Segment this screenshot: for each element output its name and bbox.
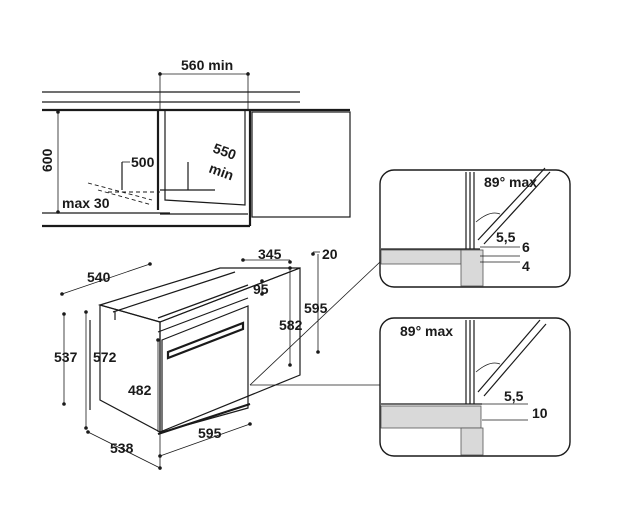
niche-depth-label: 500	[131, 154, 155, 170]
oven-door	[161, 305, 249, 433]
detail-bottom-angle-label: 89° max	[400, 323, 453, 339]
detail-top-wall-strip	[380, 249, 462, 265]
oven-height-front-label: 595	[304, 300, 328, 316]
oven-height-side-inner-label: 572	[93, 349, 117, 365]
oven-trim-label: 20	[322, 246, 338, 262]
oven-front-face	[159, 267, 301, 433]
detail-bottom-wall-strip	[380, 405, 482, 429]
niche-gap-label: max 30	[62, 195, 110, 211]
detail-top-dim-a: 5,5	[496, 229, 516, 245]
detail-top-angle-label: 89° max	[484, 174, 537, 190]
niche-depth-min-suffix: min	[207, 160, 236, 184]
oven-door-height-label: 482	[128, 382, 152, 398]
adjacent-cabinet	[251, 111, 351, 218]
oven-height-side-outer-label: 537	[54, 349, 78, 365]
oven-side-face	[99, 304, 161, 433]
oven-width-bottom-label: 595	[198, 425, 222, 441]
niche-inner-outline	[164, 110, 246, 206]
oven-drawing: 540 345 20 95 582 595 537 572 482	[54, 246, 338, 470]
detail-top-angle-arc	[475, 212, 501, 223]
dim-538-line	[87, 431, 161, 469]
detail-bottom-angle-arc	[475, 362, 501, 373]
detail-bottom-door-1	[477, 319, 541, 393]
oven-width-top-label: 540	[87, 269, 111, 285]
depth-dash-2	[97, 189, 153, 206]
detail-top-dim-c: 4	[522, 258, 530, 274]
oven-bottom-edge	[157, 402, 251, 436]
niche-height-label: 600	[39, 148, 55, 172]
control-panel-bottom	[157, 297, 249, 333]
detail-bottom-dim-a: 5,5	[504, 388, 524, 404]
oven-depth-bottom-label: 538	[110, 440, 134, 456]
oven-height-inner-label: 582	[279, 317, 303, 333]
detail-bottom-door-2	[483, 323, 547, 397]
detail-top-door-2	[483, 171, 551, 245]
detail-top-wall-post	[460, 249, 484, 287]
oven-depth-top-label: 345	[258, 246, 282, 262]
detail-top-panel: 89° max 5,5 6 4	[379, 167, 571, 288]
niche-depth-min-value: 550	[211, 140, 239, 163]
dim-595-bottom-line	[159, 423, 251, 457]
callout-line-top	[249, 261, 381, 386]
dim-540-line	[61, 263, 151, 295]
detail-bottom-panel: 89° max 5,5 10	[379, 317, 571, 457]
detail-top-door-1	[477, 167, 546, 241]
control-panel-top	[157, 284, 249, 319]
door-handle	[166, 321, 245, 360]
niche-width-label: 560 min	[181, 57, 233, 73]
detail-top-dim-b: 6	[522, 239, 530, 255]
niche-drawing: 560 min 600 500 550 min max 30	[39, 57, 351, 228]
oven-top-rear-edge	[112, 271, 236, 313]
detail-bottom-wall-post	[460, 427, 484, 456]
detail-bottom-dim-b: 10	[532, 405, 548, 421]
oven-front-offset-label: 95	[253, 281, 269, 297]
